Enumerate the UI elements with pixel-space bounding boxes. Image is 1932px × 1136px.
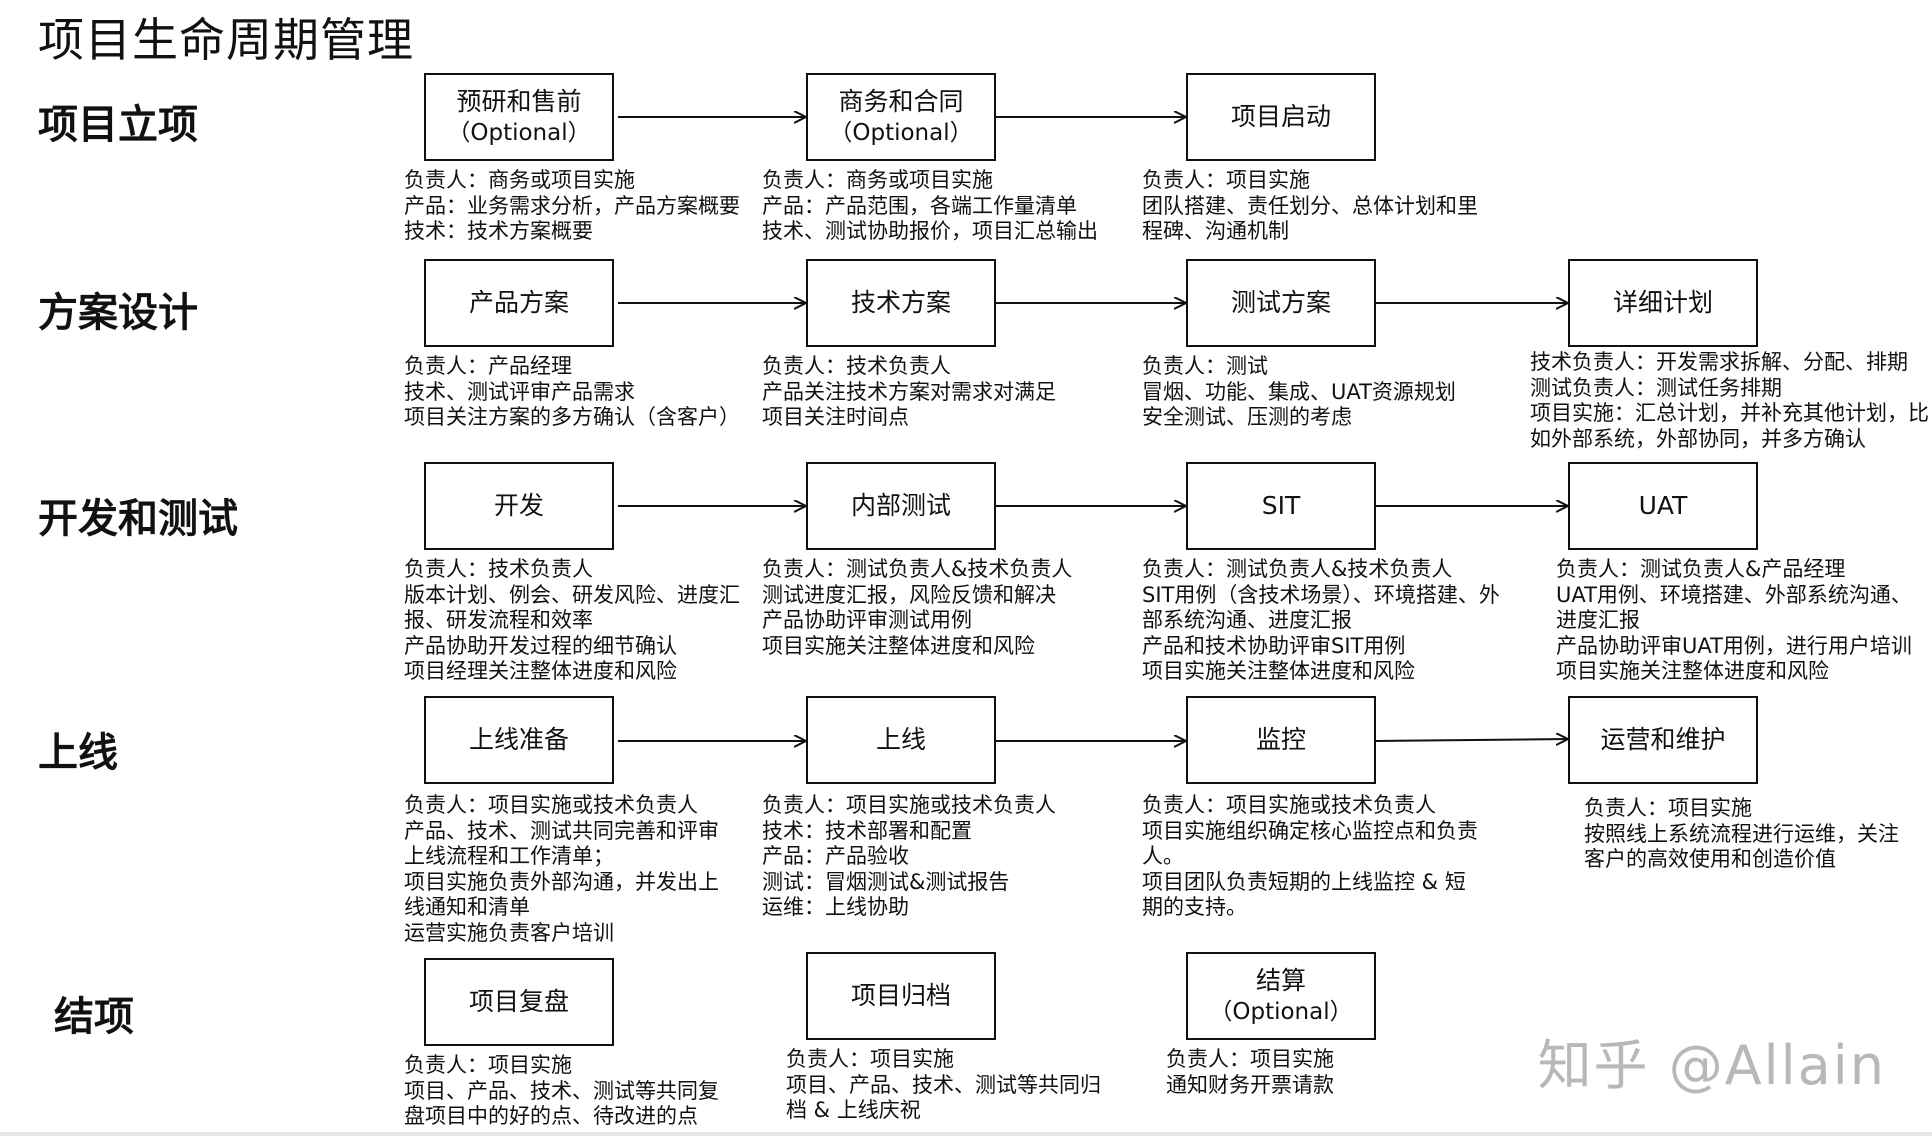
box-retro: 项目复盘 — [424, 958, 614, 1046]
box-title: 开发 — [493, 491, 544, 520]
box-title: 商务和合同 — [838, 87, 964, 116]
phase-label-dev-test: 开发和测试 — [38, 496, 238, 542]
phase-label-launch: 上线 — [38, 730, 118, 776]
box-archive: 项目归档 — [806, 952, 996, 1040]
desc-uat: 负责人：测试负责人&产品经理 UAT用例、环境搭建、外部系统沟通、 进度汇报 产… — [1556, 557, 1912, 683]
desc-operations: 负责人：项目实施 按照线上系统流程进行运维，关注 客户的高效使用和创造价值 — [1584, 796, 1899, 871]
desc-test-plan: 负责人：测试 冒烟、功能、集成、UAT资源规划 安全测试、压测的考虑 — [1142, 354, 1456, 429]
box-detail-plan: 详细计划 — [1568, 259, 1758, 347]
page-title: 项目生命周期管理 — [38, 13, 414, 67]
desc-sit: 负责人：测试负责人&技术负责人 SIT用例（含技术场景）、环境搭建、外 部系统沟… — [1142, 557, 1500, 683]
box-launch: 上线 — [806, 696, 996, 784]
box-uat: UAT — [1568, 462, 1758, 550]
box-title: 内部测试 — [850, 491, 951, 520]
box-subtitle: （Optional） — [447, 120, 591, 146]
box-sit: SIT — [1186, 462, 1376, 550]
desc-retro: 负责人：项目实施 项目、产品、技术、测试等共同复 盘项目中的好的点、待改进的点 — [404, 1053, 719, 1128]
desc-archive: 负责人：项目实施 项目、产品、技术、测试等共同归 档 & 上线庆祝 — [786, 1047, 1101, 1122]
box-title: 测试方案 — [1230, 288, 1331, 317]
box-title: UAT — [1638, 491, 1688, 520]
desc-tech-plan: 负责人：技术负责人 产品关注技术方案对需求对满足 项目关注时间点 — [762, 354, 1056, 429]
arrow — [1375, 739, 1568, 741]
desc-contract: 负责人：商务或项目实施 产品：产品范围，各端工作量清单 技术、测试协助报价，项目… — [762, 168, 1098, 243]
box-title: 上线 — [875, 725, 926, 754]
box-tech-plan: 技术方案 — [806, 259, 996, 347]
box-operations: 运营和维护 — [1568, 696, 1758, 784]
bottom-divider — [0, 1132, 1932, 1136]
box-presales: 预研和售前 （Optional） — [424, 73, 614, 161]
box-internal-test: 内部测试 — [806, 462, 996, 550]
box-kickoff: 项目启动 — [1186, 73, 1376, 161]
desc-internal-test: 负责人：测试负责人&技术负责人 测试进度汇报，风险反馈和解决 产品协助评审测试用… — [762, 557, 1073, 658]
box-title: 详细计划 — [1612, 288, 1713, 317]
box-contract: 商务和合同 （Optional） — [806, 73, 996, 161]
box-title: 上线准备 — [468, 725, 569, 754]
phase-label-design: 方案设计 — [38, 290, 198, 336]
box-subtitle: （Optional） — [829, 120, 973, 146]
box-settlement: 结算 （Optional） — [1186, 952, 1376, 1040]
box-title: 产品方案 — [468, 288, 569, 317]
box-title: 项目复盘 — [468, 987, 569, 1016]
phase-label-closure: 结项 — [54, 994, 134, 1040]
box-title: 技术方案 — [850, 288, 951, 317]
box-monitor: 监控 — [1186, 696, 1376, 784]
box-dev: 开发 — [424, 462, 614, 550]
phase-label-initiation: 项目立项 — [38, 102, 198, 148]
box-title: 结算 — [1255, 966, 1306, 995]
desc-settlement: 负责人：项目实施 通知财务开票请款 — [1166, 1047, 1334, 1097]
box-test-plan: 测试方案 — [1186, 259, 1376, 347]
box-launch-prep: 上线准备 — [424, 696, 614, 784]
desc-monitor: 负责人：项目实施或技术负责人 项目实施组织确定核心监控点和负责 人。 项目团队负… — [1142, 793, 1478, 919]
desc-presales: 负责人：商务或项目实施 产品：业务需求分析，产品方案概要 技术：技术方案概要 — [404, 168, 740, 243]
box-title: 运营和维护 — [1600, 725, 1726, 754]
desc-kickoff: 负责人：项目实施 团队搭建、责任划分、总体计划和里 程碑、沟通机制 — [1142, 168, 1478, 243]
box-title: 项目启动 — [1230, 102, 1331, 131]
desc-dev: 负责人：技术负责人 版本计划、例会、研发风险、进度汇 报、研发流程和效率 产品协… — [404, 557, 740, 683]
box-title: 预研和售前 — [456, 87, 582, 116]
box-title: SIT — [1261, 491, 1301, 520]
desc-launch: 负责人：项目实施或技术负责人 技术：技术部署和配置 产品：产品验收 测试：冒烟测… — [762, 793, 1056, 919]
desc-product-plan: 负责人：产品经理 技术、测试评审产品需求 项目关注方案的多方确认（含客户） — [404, 354, 740, 429]
desc-detail-plan: 技术负责人：开发需求拆解、分配、排期 测试负责人：测试任务排期 项目实施：汇总计… — [1530, 350, 1929, 451]
box-title: 项目归档 — [850, 981, 951, 1010]
box-product-plan: 产品方案 — [424, 259, 614, 347]
desc-launch-prep: 负责人：项目实施或技术负责人 产品、技术、测试共同完善和评审 上线流程和工作清单… — [404, 793, 719, 945]
box-subtitle: （Optional） — [1209, 999, 1353, 1025]
box-title: 监控 — [1255, 725, 1306, 754]
watermark: 知乎 @Allain — [1537, 1034, 1886, 1097]
